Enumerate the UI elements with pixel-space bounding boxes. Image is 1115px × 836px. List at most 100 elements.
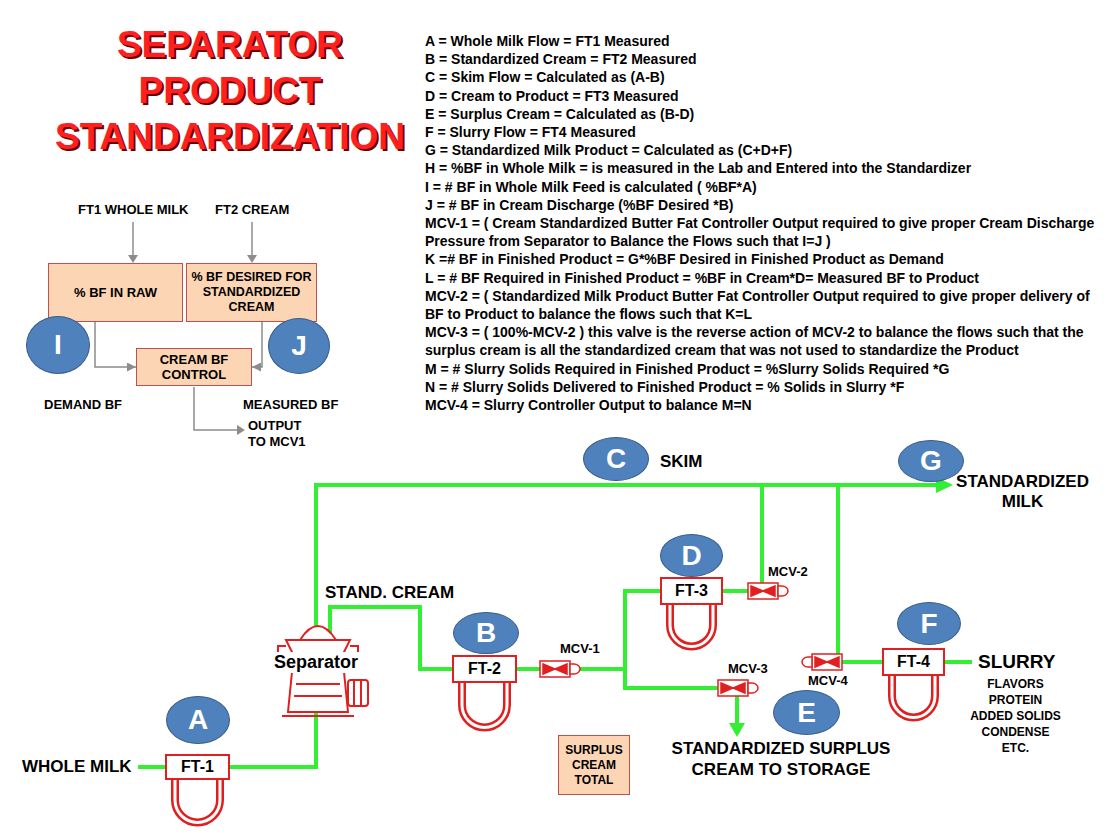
- definition-text: B = Standardized Cream = FT2 Measured: [425, 50, 1110, 68]
- signal-label: OUTPUT TO MCV1: [248, 418, 316, 450]
- valve-body: [718, 680, 748, 696]
- stream-label: WHOLE MILK: [22, 757, 132, 777]
- flowmeter-tube: [892, 676, 935, 718]
- flowmeter-loops: [175, 605, 935, 822]
- stream-label: STAND. CREAM: [325, 583, 454, 603]
- definition-text: MCV-4 = Slurry Controller Output to bala…: [425, 396, 1110, 414]
- node-text: % BF IN RAW: [74, 285, 157, 300]
- callout-circle: A: [166, 696, 230, 744]
- slurry-pipe: [945, 660, 972, 664]
- node-text: % BF DESIRED FOR STANDARDIZED CREAM: [189, 270, 314, 315]
- signal-line: [194, 387, 238, 430]
- node-text: FT-1: [181, 758, 214, 776]
- callout-circle: J: [268, 318, 330, 374]
- signal-arrowhead: [128, 255, 138, 263]
- signal-label: DEMAND BF: [44, 397, 122, 413]
- valve-label: MCV-4: [808, 673, 848, 689]
- stream-label: SKIM: [660, 452, 703, 472]
- definition-text: A = Whole Milk Flow = FT1 Measured: [425, 32, 1110, 50]
- node-text: FT-3: [675, 582, 708, 600]
- feed-pipe: [230, 712, 316, 767]
- connector: [252, 322, 262, 367]
- definition-text: MCV-3 = ( 100%-MCV-2 ) this valve is the…: [425, 323, 1110, 359]
- callout-letter: A: [188, 705, 208, 735]
- flowmeter-tube: [175, 780, 220, 822]
- definition-text: I = # BF in Whole Milk Feed is calculate…: [425, 178, 1110, 196]
- equipment-label: Separator: [272, 652, 360, 673]
- stream-label: STANDARDIZED MILK: [945, 472, 1100, 512]
- flow-transmitter: FT-2: [452, 655, 517, 683]
- connector: [95, 322, 136, 367]
- flowmeter-tube: [175, 780, 220, 822]
- valve-actuator: [570, 664, 580, 674]
- controller-box: CREAM BF CONTROL: [136, 348, 252, 386]
- separator-motor: [348, 680, 368, 706]
- callout-letter: J: [291, 331, 307, 361]
- callout-circle: I: [26, 316, 90, 374]
- valve-actuator: [802, 657, 812, 667]
- valve-actuator: [778, 586, 788, 596]
- signal-arrowhead: [247, 255, 257, 263]
- flowmeter-tube: [892, 676, 935, 718]
- node-text: CREAM BF CONTROL: [139, 352, 249, 382]
- definition-text: D = Cream to Product = FT3 Measured: [425, 87, 1110, 105]
- callout-circle: D: [660, 534, 723, 577]
- separator-base: [288, 672, 348, 712]
- definition-text: E = Surplus Cream = Calculated as (B-D): [425, 105, 1110, 123]
- flowmeter-tube: [670, 605, 713, 647]
- callout-letter: E: [797, 698, 816, 728]
- definition-text: J = # BF in Cream Discharge (%BF Desired…: [425, 196, 1110, 214]
- flow-transmitter: FT-1: [165, 754, 230, 780]
- title-text: SEPARATOR PRODUCT STANDARDIZATION: [38, 22, 422, 160]
- callout-circle: C: [583, 437, 649, 481]
- definition-list: A = Whole Milk Flow = FT1 MeasuredB = St…: [425, 32, 1110, 414]
- flow-transmitter: FT-4: [882, 648, 945, 676]
- whole-milk-pipe: [138, 765, 165, 769]
- signal-line: [132, 222, 134, 256]
- ingredient-list: FLAVORS PROTEIN ADDED SOLIDS CONDENSE ET…: [968, 676, 1063, 756]
- definition-text: MCV-2 = ( Standardized Milk Product Butt…: [425, 287, 1110, 323]
- valve-symbol: [763, 586, 775, 596]
- node-text: FT-4: [897, 653, 930, 671]
- valve-symbol: [555, 664, 567, 674]
- stream-label: SLURRY: [978, 651, 1055, 673]
- signal-label: FT2 CREAM: [215, 202, 289, 218]
- node-text: SURPLUS CREAM TOTAL: [561, 743, 627, 788]
- callout-letter: I: [54, 330, 62, 360]
- definition-text: H = %BF in Whole Milk = is measured in t…: [425, 159, 1110, 177]
- separator-foot: [282, 715, 354, 717]
- flow-transmitter: FT-3: [660, 577, 723, 605]
- signal-arrows: [128, 222, 257, 435]
- definition-text: MCV-1 = ( Cream Standardized Butter Fat …: [425, 214, 1110, 250]
- signal-arrowhead: [237, 425, 245, 435]
- valve-label: MCV-1: [560, 641, 600, 657]
- valve-body: [540, 661, 570, 677]
- stream-label: STANDARDIZED SURPLUS CREAM TO STORAGE: [650, 738, 912, 780]
- callout-circle: B: [453, 612, 519, 654]
- callout-letter: B: [476, 618, 496, 648]
- percent-box: % BF DESIRED FOR STANDARDIZED CREAM: [186, 263, 317, 322]
- valve-label: MCV-3: [728, 661, 768, 677]
- callout-letter: F: [920, 609, 937, 639]
- valve-actuator: [748, 683, 758, 693]
- node-text: FT-2: [468, 660, 501, 678]
- valve-symbol: [827, 657, 839, 667]
- definition-text: C = Skim Flow = Calculated as (A-B): [425, 68, 1110, 86]
- definition-text: M = # Slurry Solids Required in Finished…: [425, 360, 1110, 378]
- percent-box: % BF IN RAW: [48, 263, 183, 322]
- slurry-pipe: [838, 485, 882, 662]
- callout-circle: E: [773, 690, 840, 735]
- signal-line: [251, 222, 253, 256]
- separator-rib: [354, 680, 361, 706]
- callout-circle: G: [898, 440, 964, 482]
- flowmeter-tube: [670, 605, 713, 647]
- callout-letter: D: [681, 541, 701, 571]
- product-cream-pipe: [723, 485, 762, 591]
- valve-label: MCV-2: [768, 564, 808, 580]
- callout-letter: C: [606, 444, 626, 474]
- definition-text: L = # BF Required in Finished Product = …: [425, 269, 1110, 287]
- definition-text: N = # Slurry Solids Delivered to Finishe…: [425, 378, 1110, 396]
- definition-text: G = Standardized Milk Product = Calculat…: [425, 141, 1110, 159]
- valve-symbol: [733, 683, 745, 693]
